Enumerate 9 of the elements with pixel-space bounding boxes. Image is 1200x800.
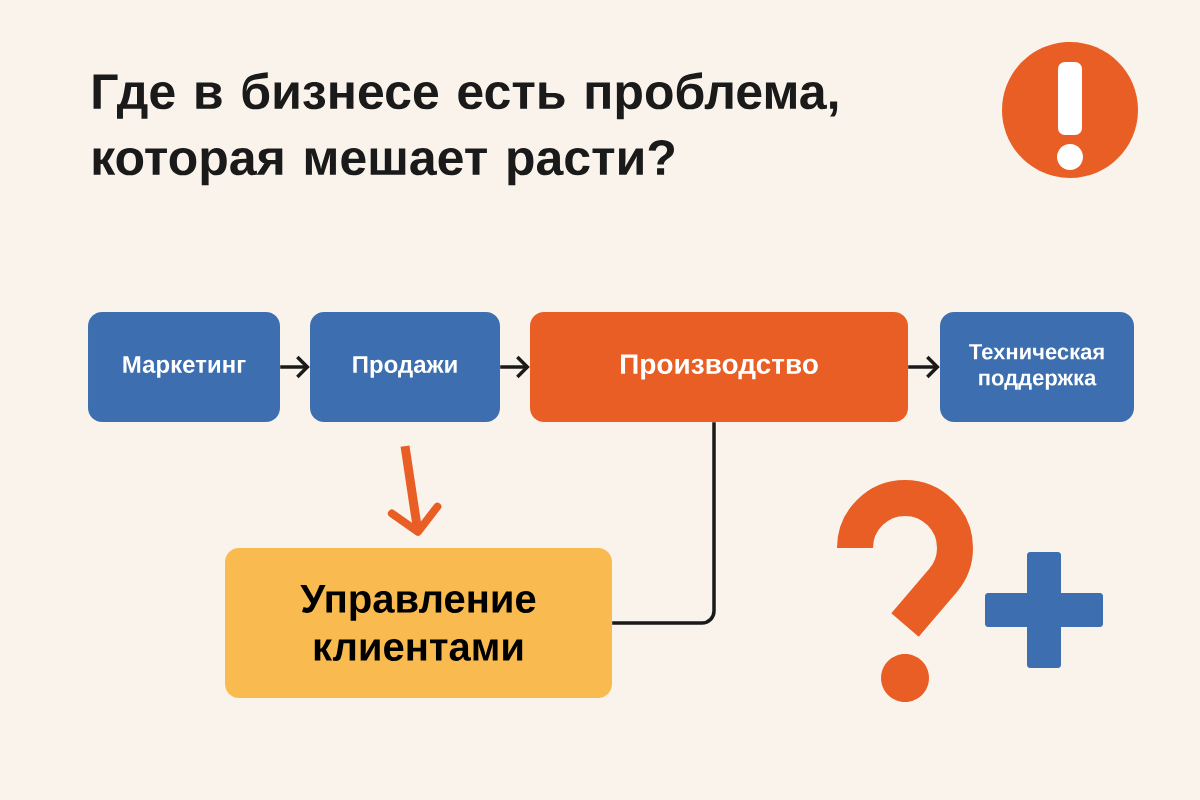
arrow xyxy=(500,355,530,379)
process-box: Техническая поддержка xyxy=(940,312,1134,422)
title: Где в бизнесе есть проблема, которая мешает расти? xyxy=(93,72,838,186)
arrow xyxy=(280,355,310,379)
arrow xyxy=(908,355,940,379)
process-box: Производство xyxy=(530,312,908,422)
process-box: Продажи xyxy=(310,312,500,422)
process-box: Управление клиентами xyxy=(225,548,612,698)
process-box: Маркетинг xyxy=(88,312,280,422)
